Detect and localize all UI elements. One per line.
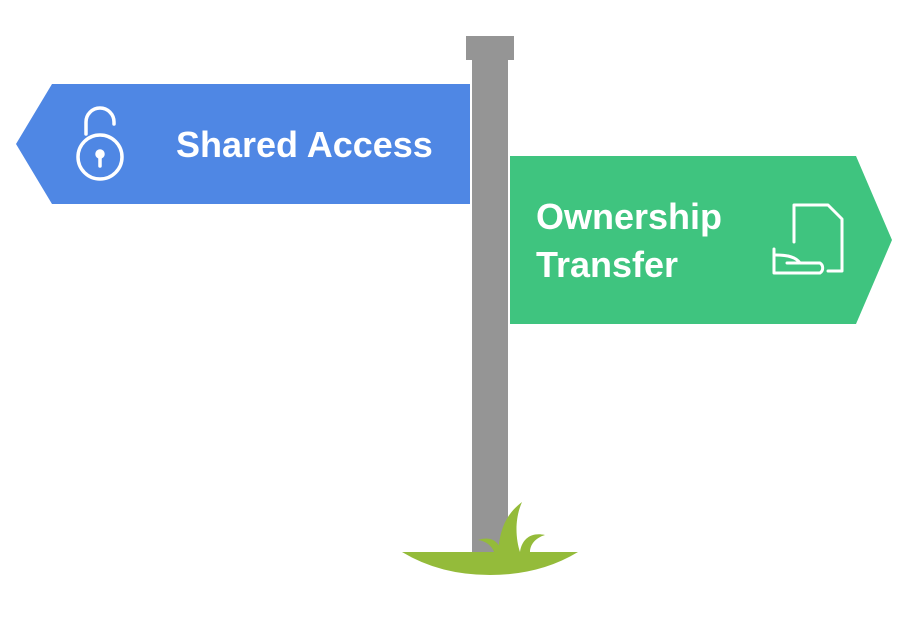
signpost-pole [472, 58, 508, 552]
shared-access-label: Shared Access [176, 124, 433, 165]
ownership-label: Ownership [536, 196, 722, 237]
document-handover-icon [772, 203, 844, 275]
sign-ownership-transfer: Ownership Transfer [510, 156, 892, 324]
sign-shared-access: Shared Access [16, 84, 470, 204]
grass [402, 502, 578, 575]
unlocked-padlock-icon [76, 106, 124, 181]
post-cap [466, 36, 514, 60]
transfer-label: Transfer [536, 244, 678, 285]
